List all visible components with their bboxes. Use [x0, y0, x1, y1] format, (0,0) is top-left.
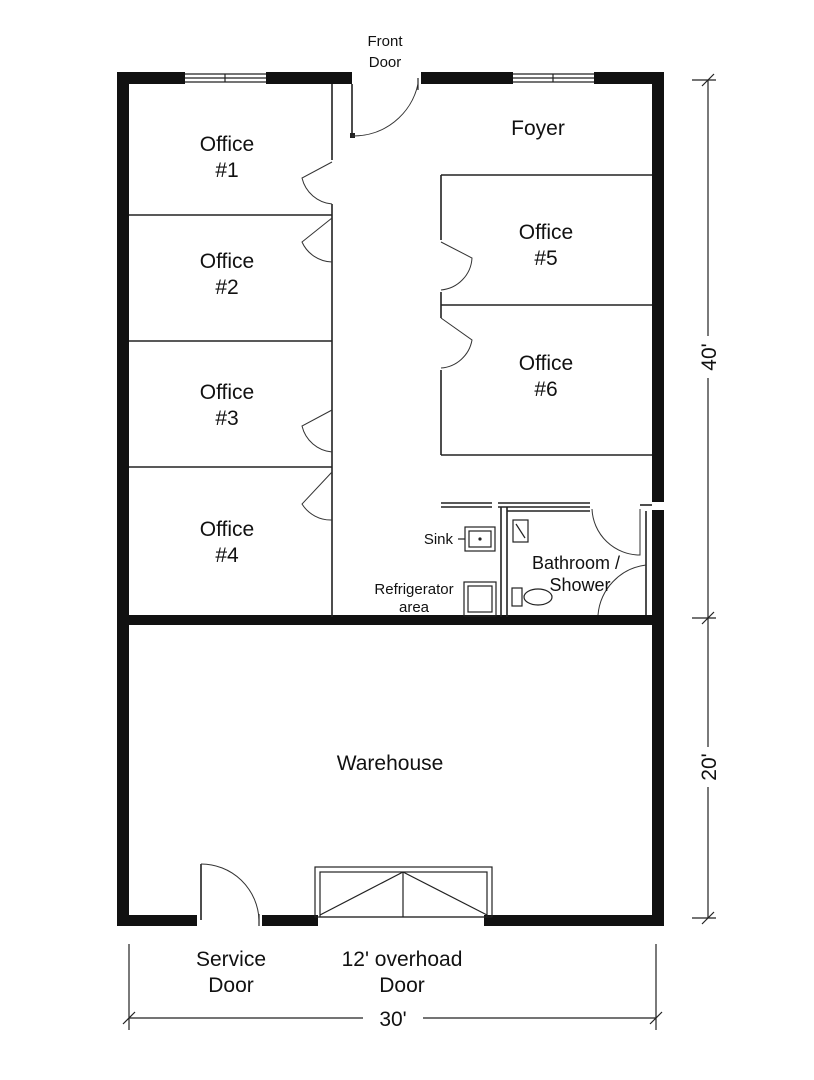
office2-label-1: Office	[200, 250, 254, 273]
bathroom-label-2: Shower	[549, 575, 610, 595]
foyer-label: Foyer	[511, 117, 565, 140]
toilet-icon	[511, 587, 553, 607]
office4-label-2: #4	[215, 544, 239, 567]
office5-label-2: #5	[534, 247, 557, 270]
office3-label-2: #3	[215, 407, 238, 430]
overhead-door	[314, 866, 493, 918]
bathroom-label-1: Bathroom /	[532, 553, 620, 573]
office1-label-1: Office	[200, 133, 254, 156]
refrigerator-icon	[463, 581, 497, 617]
service-door-label-2: Door	[208, 974, 254, 997]
office2-label-2: #2	[215, 276, 238, 299]
office6-label-1: Office	[519, 352, 573, 375]
sink-icon	[458, 526, 496, 552]
office-depth-dimension-label: 40'	[698, 343, 721, 370]
service-door-label-1: Service	[196, 948, 266, 971]
office-doors-left	[301, 161, 333, 521]
sink-label: Sink	[424, 531, 454, 548]
exterior-walls	[117, 72, 664, 926]
right-office-partitions	[440, 174, 652, 456]
width-dimension-label: 30'	[379, 1008, 406, 1031]
refrigerator-label-1: Refrigerator	[374, 581, 453, 598]
office5-label-1: Office	[519, 221, 573, 244]
office4-label-1: Office	[200, 518, 254, 541]
front-door-label-2: Door	[369, 54, 402, 71]
window-right	[513, 73, 594, 83]
front-door-swing	[350, 78, 419, 138]
overhead-door-label-1: 12' overhoad	[342, 948, 463, 971]
office6-label-2: #6	[534, 378, 557, 401]
window-left	[185, 73, 266, 83]
office-doors-right	[440, 241, 473, 369]
office3-label-1: Office	[200, 381, 254, 404]
dimension-right	[692, 73, 716, 925]
shower-fixture-icon	[512, 519, 529, 543]
warehouse-label: Warehouse	[337, 752, 444, 775]
bathroom-walls	[441, 502, 652, 617]
front-door-label-1: Front	[367, 33, 403, 50]
overhead-door-label-2: Door	[379, 974, 425, 997]
service-door-swing	[200, 863, 260, 926]
shower-arc	[597, 564, 647, 616]
warehouse-depth-dimension-label: 20'	[698, 753, 721, 780]
bathroom-door-swing	[591, 508, 641, 556]
refrigerator-label-2: area	[399, 599, 430, 616]
office1-label-2: #1	[215, 159, 238, 182]
